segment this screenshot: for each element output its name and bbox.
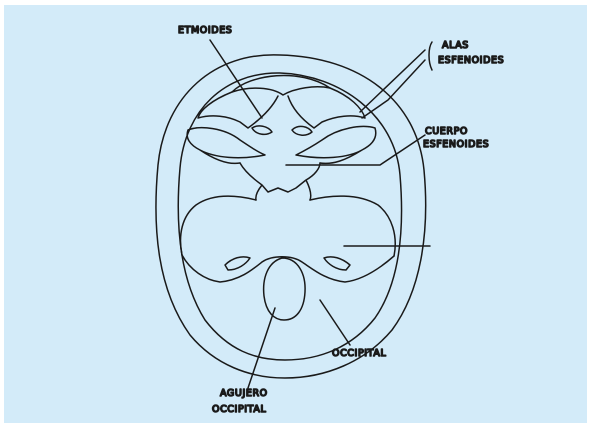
petrous-ridge-right (324, 257, 350, 270)
label-etmoides: ETMOIDES (178, 25, 232, 36)
leader-alas-1 (360, 50, 425, 112)
middle-fossa-left (181, 196, 256, 255)
label-cuerpo-line1: CUERPO (425, 126, 468, 137)
foramen-magnum (264, 258, 305, 320)
leader-occipital (320, 300, 350, 345)
cribriform-hole-left (252, 126, 272, 134)
label-alas-line1: ALAS (442, 40, 469, 51)
label-alas-line2: ESFENOIDES (438, 55, 504, 66)
leader-etmoides (210, 40, 262, 118)
label-agujero-line1: AGUJERO (220, 388, 268, 399)
label-agujero-line2: OCCIPITAL (212, 404, 266, 415)
label-cuerpo-line2: ESFENOIDES (423, 139, 489, 150)
leader-alas-2 (362, 60, 425, 118)
label-occipital: OCCIPITAL (332, 348, 386, 359)
cribriform-hole-right (292, 126, 312, 135)
middle-fossa-right (310, 196, 395, 256)
sphenoid-wing-left (187, 128, 265, 164)
petrous-ridge-left (225, 257, 250, 270)
leader-alas-bracket (429, 42, 432, 70)
sphenoid-wing-right (296, 127, 376, 164)
sphenoid-body (240, 163, 320, 200)
